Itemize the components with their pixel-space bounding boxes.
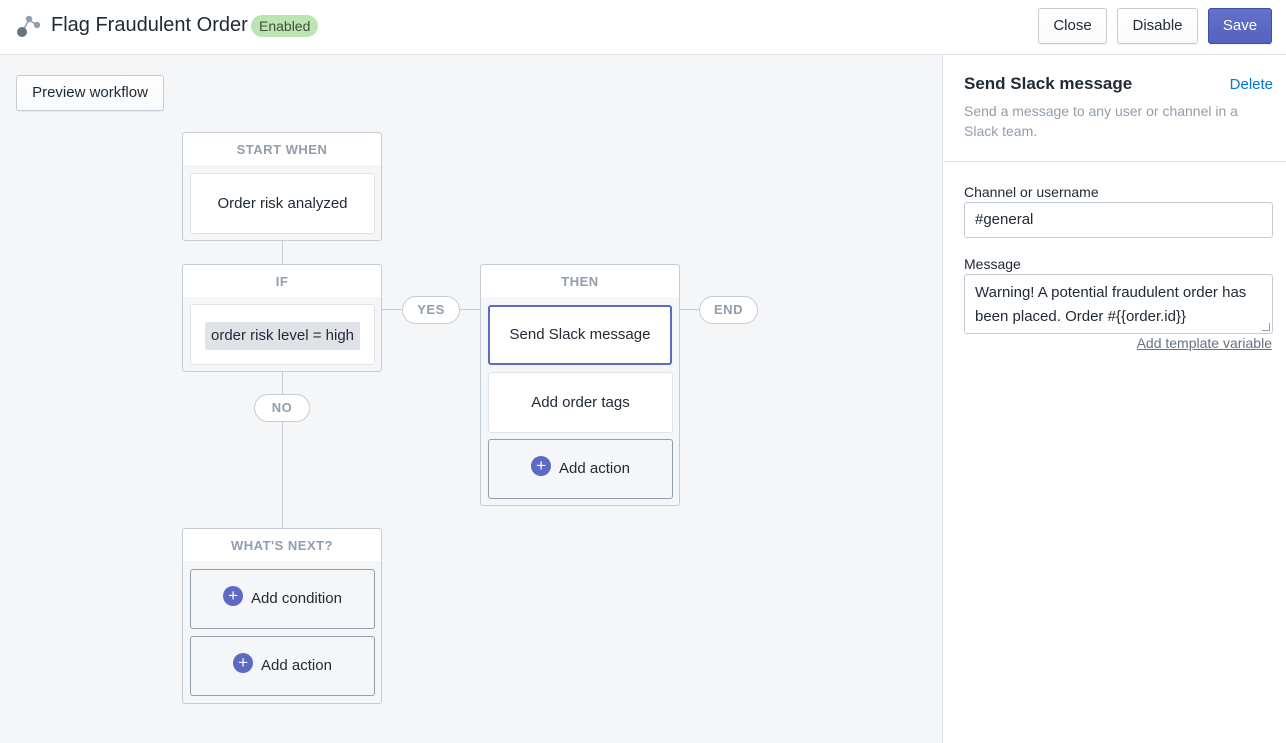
top-bar: Flag Fraudulent Order Enabled Close Disa… bbox=[0, 0, 1286, 55]
message-text: Warning! A potential fraudulent order ha… bbox=[975, 284, 1247, 325]
connector-if-yes bbox=[381, 309, 403, 310]
next-add-action-button[interactable]: + Add action bbox=[190, 636, 375, 696]
if-card: IF order risk level = high bbox=[182, 264, 382, 372]
start-when-heading: START WHEN bbox=[183, 133, 381, 165]
condition-value: high bbox=[325, 327, 354, 344]
connector-if-no bbox=[282, 371, 283, 394]
workflow-logo-icon bbox=[17, 15, 41, 37]
condition-field: order risk level bbox=[211, 327, 309, 344]
action-send-slack-message[interactable]: Send Slack message bbox=[488, 305, 672, 365]
plus-icon: + bbox=[223, 586, 244, 607]
action-label: Send Slack message bbox=[509, 326, 651, 343]
connector-then-end bbox=[679, 309, 700, 310]
yes-branch-label: YES bbox=[402, 296, 460, 324]
panel-description: Send a message to any user or channel in… bbox=[964, 103, 1238, 139]
condition-operator: = bbox=[312, 327, 322, 344]
end-label: END bbox=[699, 296, 758, 324]
action-add-order-tags[interactable]: Add order tags bbox=[488, 372, 673, 433]
trigger-step[interactable]: Order risk analyzed bbox=[190, 173, 375, 234]
then-heading: THEN bbox=[481, 265, 679, 297]
workflow-title: Flag Fraudulent Order bbox=[51, 14, 248, 36]
status-badge: Enabled bbox=[251, 15, 319, 37]
plus-icon: + bbox=[531, 456, 552, 477]
add-template-variable-link[interactable]: Add template variable bbox=[1136, 335, 1272, 351]
resize-grip-icon[interactable] bbox=[1262, 323, 1270, 331]
add-condition-button[interactable]: + Add condition bbox=[190, 569, 375, 629]
disable-button[interactable]: Disable bbox=[1117, 8, 1198, 44]
channel-label: Channel or username bbox=[964, 184, 1099, 200]
channel-input[interactable]: #general bbox=[964, 202, 1273, 238]
add-action-label: Add action bbox=[559, 460, 630, 477]
panel-title: Send Slack message bbox=[964, 74, 1133, 93]
if-heading: IF bbox=[183, 265, 381, 297]
message-label: Message bbox=[964, 256, 1021, 272]
plus-icon: + bbox=[233, 653, 254, 674]
panel-header: Send Slack message Delete Send a message… bbox=[943, 55, 1286, 162]
start-when-card: START WHEN Order risk analyzed bbox=[182, 132, 382, 241]
condition-chip: order risk level = high bbox=[205, 322, 360, 350]
condition-step[interactable]: order risk level = high bbox=[190, 304, 375, 365]
add-condition-label: Add condition bbox=[251, 590, 342, 607]
connector-no-next bbox=[282, 420, 283, 528]
no-branch-label: NO bbox=[254, 394, 310, 422]
trigger-label: Order risk analyzed bbox=[217, 195, 348, 212]
action-settings-panel: Send Slack message Delete Send a message… bbox=[942, 55, 1286, 743]
message-textarea[interactable]: Warning! A potential fraudulent order ha… bbox=[964, 274, 1273, 334]
preview-workflow-button[interactable]: Preview workflow bbox=[16, 75, 164, 111]
connector-start-if bbox=[282, 240, 283, 264]
whats-next-card: WHAT'S NEXT? + Add condition + Add action bbox=[182, 528, 382, 704]
delete-link[interactable]: Delete bbox=[1229, 76, 1273, 93]
whats-next-heading: WHAT'S NEXT? bbox=[183, 529, 381, 561]
connector-yes-then bbox=[459, 309, 481, 310]
then-add-action-button[interactable]: + Add action bbox=[488, 439, 673, 499]
close-button[interactable]: Close bbox=[1038, 8, 1107, 44]
add-action-label: Add action bbox=[261, 657, 332, 674]
action-label: Add order tags bbox=[531, 394, 630, 411]
then-card: THEN Send Slack message Add order tags +… bbox=[480, 264, 680, 506]
save-button[interactable]: Save bbox=[1208, 8, 1272, 44]
